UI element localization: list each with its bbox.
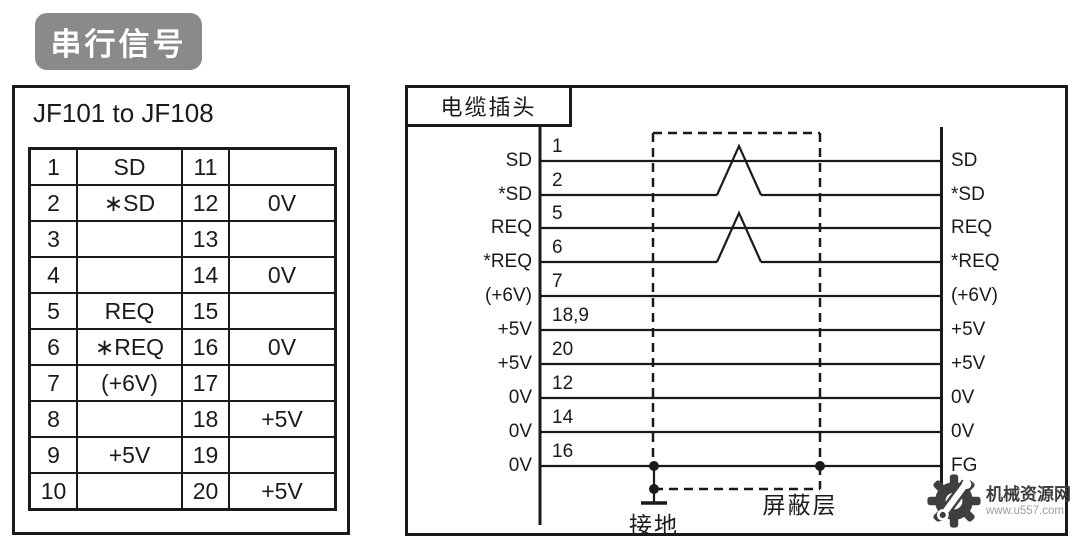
signal-label-right: +5V (951, 319, 986, 340)
site-name: 机械资源网 (986, 484, 1071, 504)
pin-number-cell: 16 (181, 328, 230, 366)
signal-cell (76, 400, 183, 438)
pin-number-label: 18,9 (552, 305, 589, 326)
signal-label-right: +5V (951, 353, 986, 374)
ground-label: 接地 (629, 512, 679, 538)
pin-number-cell: 18 (181, 400, 230, 438)
table-row: 1 SD 11 (28, 147, 337, 186)
pin-number-cell: 6 (28, 328, 78, 366)
signal-cell: (+6V) (76, 364, 183, 402)
pin-number-cell: 2 (28, 184, 78, 222)
signal-cell (228, 147, 337, 186)
signal-label-right: FG (951, 455, 978, 476)
signal-label-left: 0V (508, 421, 532, 442)
signal-cell: ∗SD (76, 184, 183, 222)
table-row: 10 20 +5V (28, 472, 337, 511)
table-row: 9 +5V 19 (28, 436, 337, 474)
signal-cell: 0V (228, 184, 337, 222)
table-row: 5 REQ 15 (28, 292, 337, 330)
pin-number-label: 1 (552, 136, 563, 157)
pin-number-label: 16 (552, 441, 574, 462)
signal-cell: +5V (228, 472, 337, 511)
section-badge: 串行信号 (35, 13, 202, 70)
site-watermark-text: 机械资源网 www.u557.com (986, 485, 1071, 518)
pin-number-cell: 19 (181, 436, 230, 474)
pin-number-cell: 8 (28, 400, 78, 438)
signal-label-left: *SD (498, 184, 532, 205)
signal-cell (228, 292, 337, 330)
signal-label-left: (+6V) (485, 285, 532, 306)
signal-label-right: 0V (951, 421, 975, 442)
signal-cell (228, 364, 337, 402)
table-row: 4 14 0V (28, 256, 337, 294)
table-row: 2 ∗SD 12 0V (28, 184, 337, 222)
table-row: 3 13 (28, 220, 337, 258)
site-url: www.u557.com (986, 504, 1064, 517)
signal-label-left: 0V (508, 387, 532, 408)
signal-cell (76, 256, 183, 294)
signal-cell: ∗REQ (76, 328, 183, 366)
signal-cell: 0V (228, 328, 337, 366)
cable-plug-label-box: 电缆插头 (405, 85, 572, 127)
signal-label-right: SD (951, 150, 978, 171)
pin-number-cell: 12 (181, 184, 230, 222)
signal-label-right: 0V (951, 387, 975, 408)
pin-number-label: 5 (552, 203, 563, 224)
pin-number-cell: 14 (181, 256, 230, 294)
pin-number-cell: 10 (28, 472, 78, 511)
connector-range-title: JF101 to JF108 (33, 98, 214, 128)
pin-number-label: 6 (552, 237, 563, 258)
pin-number-cell: 15 (181, 292, 230, 330)
pin-number-label: 2 (552, 170, 563, 191)
shield-label: 屏蔽层 (762, 492, 838, 518)
gear-wrench-icon (927, 474, 981, 528)
signal-label-right: *REQ (951, 251, 1000, 272)
signal-cell: SD (76, 147, 183, 186)
pin-assignment-table: 1 SD 11 2 ∗SD 12 0V 3 13 4 14 0V (28, 147, 337, 511)
pin-number-cell: 7 (28, 364, 78, 402)
signal-label-left: +5V (497, 319, 532, 340)
signal-label-right: *SD (951, 184, 985, 205)
signal-cell (76, 220, 183, 258)
signal-cell: 0V (228, 256, 337, 294)
signal-label-right: (+6V) (951, 285, 998, 306)
signal-label-left: 0V (508, 455, 532, 476)
signal-cell (76, 472, 183, 511)
table-row: 7 (+6V) 17 (28, 364, 337, 402)
pin-number-cell: 1 (28, 147, 78, 186)
signal-label-left: +5V (497, 353, 532, 374)
pin-number-label: 7 (552, 271, 563, 292)
signal-label-left: SD (505, 150, 532, 171)
signal-cell: +5V (228, 400, 337, 438)
signal-label-right: REQ (951, 217, 993, 238)
pin-number-cell: 17 (181, 364, 230, 402)
pin-number-label: 14 (552, 407, 574, 428)
pin-number-cell: 9 (28, 436, 78, 474)
signal-cell: REQ (76, 292, 183, 330)
signal-cell: +5V (76, 436, 183, 474)
section-badge-label: 串行信号 (50, 27, 187, 62)
site-watermark: 机械资源网 www.u557.com (926, 472, 1072, 530)
pin-number-cell: 4 (28, 256, 78, 294)
pin-number-cell: 5 (28, 292, 78, 330)
signal-label-left: *REQ (483, 251, 532, 272)
pin-number-cell: 11 (181, 147, 230, 186)
signal-cell (228, 436, 337, 474)
pin-number-label: 20 (552, 339, 574, 360)
table-row: 8 18 +5V (28, 400, 337, 438)
pin-number-cell: 20 (181, 472, 230, 511)
table-row: 6 ∗REQ 16 0V (28, 328, 337, 366)
pin-number-cell: 13 (181, 220, 230, 258)
signal-label-left: REQ (490, 217, 532, 238)
signal-cell (228, 220, 337, 258)
cable-plug-label: 电缆插头 (440, 95, 537, 120)
pin-number-cell: 3 (28, 220, 78, 258)
pin-number-label: 12 (552, 373, 574, 394)
